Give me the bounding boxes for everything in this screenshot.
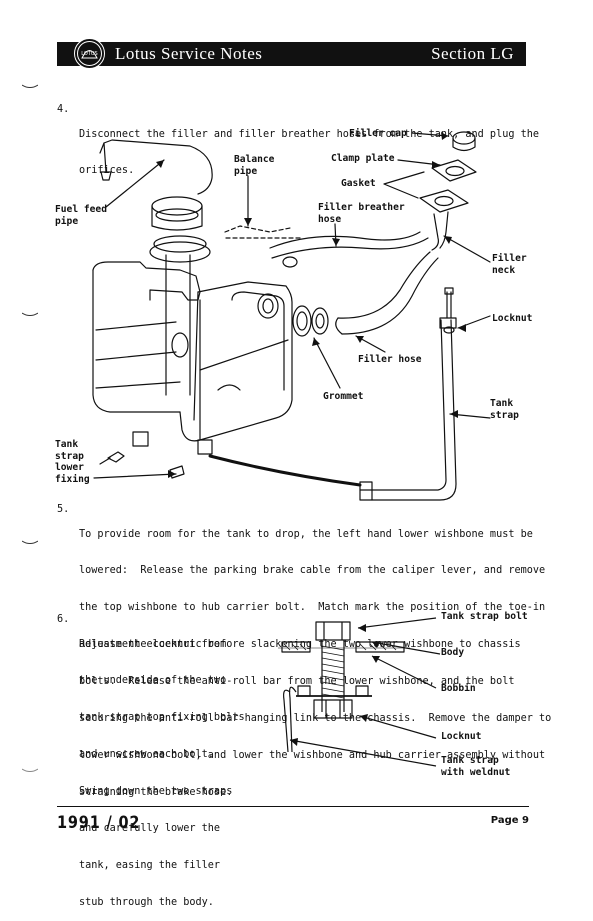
label-filler-neck: Filler neck xyxy=(492,253,527,276)
gasket xyxy=(419,189,469,213)
tank-strap-end xyxy=(283,689,291,753)
step-line: bolts. Release the anti-roll bar from th… xyxy=(79,676,515,688)
lotus-logo: LOTUS xyxy=(74,38,105,69)
step-line: Swing down the two straps xyxy=(79,786,233,798)
label-tank-strap: Tank strap xyxy=(490,398,519,421)
page-number: Page 9 xyxy=(490,815,529,826)
margin-mark xyxy=(22,540,38,544)
bolt-head xyxy=(315,621,351,641)
bobbin xyxy=(297,685,369,697)
label-filler-cap: Filler cap xyxy=(349,128,407,139)
step-line: orifices. xyxy=(79,165,135,177)
strap-bolt-section-diagram xyxy=(278,617,441,767)
grommet xyxy=(292,305,312,337)
filler-neck xyxy=(431,211,449,251)
margin-mark xyxy=(22,768,38,772)
step-line: stub through the body. xyxy=(79,896,214,908)
label-locknut: Locknut xyxy=(492,313,533,324)
label-fuel-feed-pipe: Fuel feed pipe xyxy=(55,204,107,227)
label-body: Body xyxy=(441,647,465,658)
label-filler-hose: Filler hose xyxy=(358,354,422,365)
label-tank-strap-lower-fixing: Tank strap lower fixing xyxy=(55,439,90,485)
footer-rule xyxy=(57,806,529,807)
step-line: Release the locknut from xyxy=(79,638,227,650)
step-line: the underside of the two xyxy=(79,675,227,687)
label-gasket: Gasket xyxy=(341,178,376,189)
step-line: and unscrew each bolt. xyxy=(79,749,214,761)
step-6-number: 6. xyxy=(57,614,70,625)
fuel-tank xyxy=(92,261,201,301)
label-filler-breather-hose: Filler breather hose xyxy=(318,202,405,225)
header-bar: Lotus Service Notes Section LG xyxy=(57,42,526,66)
label-bobbin: Bobbin xyxy=(441,683,476,694)
fuel-feed-pipe xyxy=(99,139,213,195)
step-4-number: 4. xyxy=(57,104,70,115)
filler-hose xyxy=(337,251,439,335)
label-balance-pipe: Balance pipe xyxy=(234,154,275,177)
tank-strap xyxy=(359,319,457,501)
step-line: lower wishbone bolt, and lower the wishb… xyxy=(79,749,546,761)
logo-text: LOTUS xyxy=(81,51,97,57)
label-tank-strap-bolt: Tank strap bolt xyxy=(441,611,528,622)
body-panel xyxy=(281,641,405,653)
step-5-text: To provide room for the tank to drop, th… xyxy=(79,504,551,811)
margin-mark xyxy=(22,84,38,88)
label-clamp-plate: Clamp plate xyxy=(331,153,395,164)
label-locknut-2: Locknut xyxy=(441,731,482,742)
fuel-feed-pipe-end xyxy=(100,142,112,181)
step-line: tank, easing the filler xyxy=(79,859,221,871)
header-title: Lotus Service Notes xyxy=(115,44,263,63)
step-line: lowered: Release the parking brake cable… xyxy=(79,565,546,577)
clamp-plate xyxy=(431,159,477,182)
step-line: the top wishbone to hub carrier bolt. Ma… xyxy=(79,602,546,614)
fuel-tank-exploded-diagram xyxy=(92,131,491,501)
header-section: Section LG xyxy=(431,44,514,63)
step-line: and carefully lower the xyxy=(79,823,221,835)
step-line: To provide room for the tank to drop, th… xyxy=(79,528,533,540)
margin-mark xyxy=(22,312,38,316)
step-line: tank strap top fixing bolts xyxy=(79,712,245,724)
filler-breather-hose xyxy=(269,231,429,259)
footer-date: 1991 / 02 xyxy=(57,813,141,833)
bolt-shank xyxy=(321,640,345,712)
step-line: straining the brake hose. xyxy=(79,786,233,798)
label-grommet: Grommet xyxy=(323,391,364,402)
locknut xyxy=(313,699,353,719)
sender-unit xyxy=(151,205,203,231)
step-5-number: 5. xyxy=(57,504,70,515)
label-tank-strap-with-weldnut: Tank strap with weldnut xyxy=(441,755,511,778)
